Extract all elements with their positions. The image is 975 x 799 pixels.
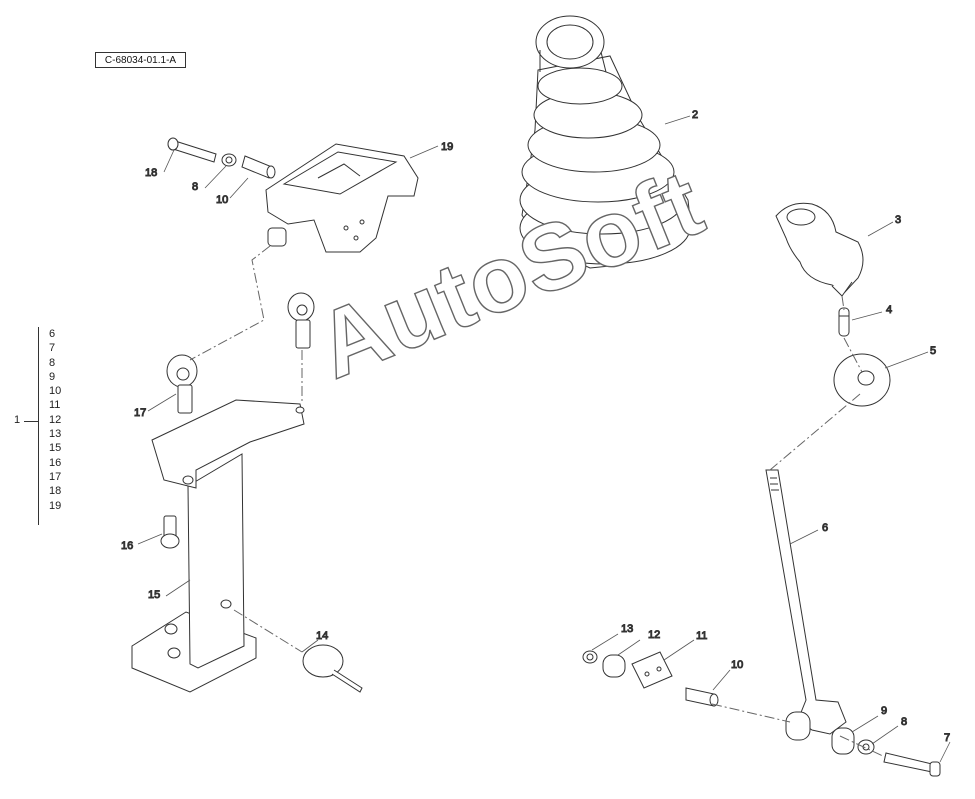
part-nut-13 [582, 650, 598, 664]
assembly-item: 9 [49, 370, 56, 383]
part-bushing-9 [831, 727, 855, 755]
callout-13: 13 [621, 623, 633, 635]
assembly-item-list: 6 7 8 9 10 11 12 13 15 16 17 18 19 [38, 327, 61, 525]
callout-4: 4 [886, 304, 892, 316]
callout-9: 9 [881, 705, 887, 717]
part-bolt-7 [883, 752, 941, 777]
assembly-item: 19 [49, 499, 62, 512]
part-ball-joint-17-right [287, 292, 315, 349]
assembly-item: 17 [49, 470, 62, 483]
assembly-item: 18 [49, 485, 62, 498]
part-base-15 [131, 399, 305, 693]
assembly-item: 11 [49, 399, 61, 412]
part-cable-tie-14 [302, 644, 363, 693]
callout-8-lower: 8 [901, 716, 907, 728]
part-sleeve-10-lower [685, 687, 719, 707]
part-bolt-18 [167, 137, 217, 163]
assembly-number: 1 [14, 414, 21, 426]
callout-7: 7 [944, 732, 950, 744]
assembly-item: 16 [49, 456, 62, 469]
assembly-item: 6 [49, 328, 56, 340]
assembly-item: 13 [49, 428, 62, 441]
part-boot [519, 15, 691, 269]
part-lever [765, 469, 847, 741]
assembly-item: 15 [49, 442, 62, 455]
callout-19: 19 [441, 141, 453, 153]
callout-5: 5 [930, 345, 936, 357]
assembly-item: 7 [49, 342, 56, 355]
callout-10-upper: 10 [216, 194, 228, 206]
leader-lines [137, 115, 951, 763]
callout-12: 12 [648, 629, 660, 641]
part-bracket-19 [265, 143, 419, 253]
callout-3: 3 [895, 214, 901, 226]
callout-15: 15 [148, 589, 160, 601]
part-pin [838, 307, 850, 337]
callout-8-upper: 8 [192, 181, 198, 193]
part-nut-8-lower [857, 739, 875, 755]
assembly-item: 8 [49, 356, 56, 369]
callout-2: 2 [692, 109, 698, 121]
part-plate-11 [631, 651, 673, 689]
callout-18: 18 [145, 167, 157, 179]
assembly-item: 10 [49, 385, 62, 398]
assembly-lines [189, 245, 886, 758]
part-bushing-12 [602, 654, 626, 678]
callout-17: 17 [134, 407, 146, 419]
part-nut-8-upper [221, 153, 237, 167]
drawing-reference: C-68034-01.1-A [95, 52, 186, 68]
assembly-bracket-tick [24, 421, 38, 422]
part-sleeve-10-upper [241, 155, 276, 179]
callout-11: 11 [696, 630, 707, 642]
callout-14: 14 [316, 630, 328, 642]
assembly-item: 12 [49, 413, 62, 426]
part-ball-joint-17-left [166, 354, 198, 414]
part-screw-16 [160, 515, 180, 549]
callout-6: 6 [822, 522, 828, 534]
callout-10-lower: 10 [731, 659, 743, 671]
part-knob [775, 202, 864, 297]
callout-16: 16 [121, 540, 133, 552]
part-washer [833, 353, 891, 407]
